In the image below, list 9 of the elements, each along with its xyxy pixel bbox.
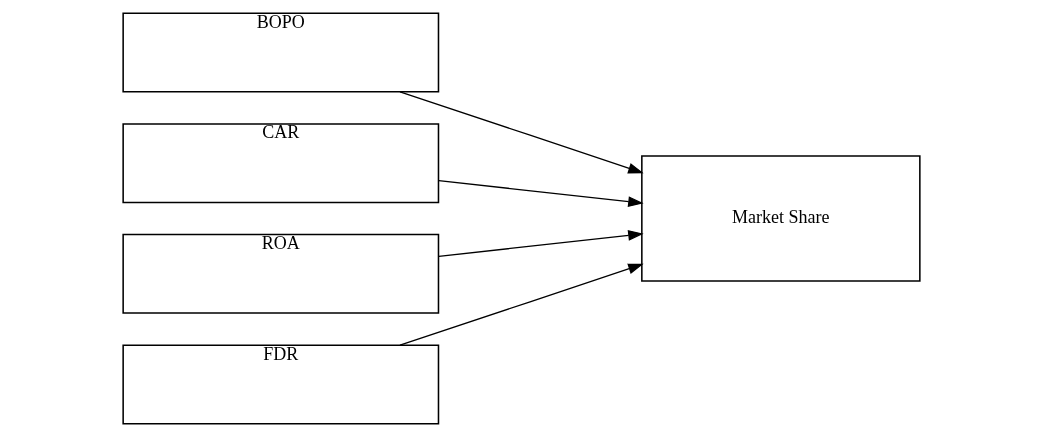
arrow [398,91,644,174]
arrow [398,263,644,346]
node-box: ROA [121,233,439,314]
node-box: Market Share [640,155,921,282]
node-box: CAR [121,123,439,204]
node-box: BOPO [121,12,439,93]
node-box: FDR [121,344,439,425]
arrow [437,179,644,208]
arrow [437,229,644,258]
